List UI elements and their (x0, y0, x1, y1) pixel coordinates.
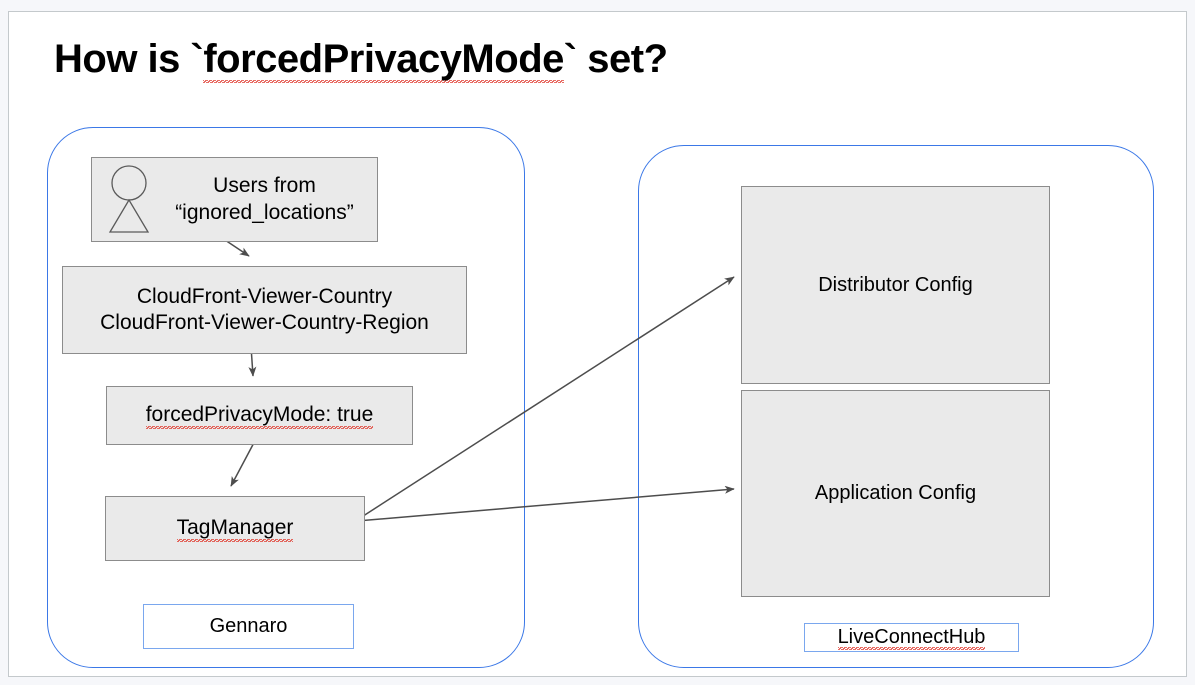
node-application-config[interactable]: Application Config (741, 390, 1050, 597)
node-cloudfront-headers-line2: CloudFront-Viewer-Country-Region (100, 311, 429, 334)
node-distributor-config[interactable]: Distributor Config (741, 186, 1050, 384)
node-actor-users[interactable]: Users from “ignored_locations” (91, 157, 378, 242)
page-title-suffix: ` set? (563, 37, 668, 81)
actor-person-icon (108, 164, 150, 233)
node-tag-manager[interactable]: TagManager (105, 496, 365, 561)
node-application-config-label: Application Config (814, 482, 977, 505)
page-title-prefix: How is ` (54, 37, 204, 81)
page-title: How is `forcedPrivacyMode` set? (54, 37, 668, 83)
slide-canvas: How is `forcedPrivacyMode` set? Users fr… (8, 11, 1187, 677)
node-tag-manager-label: TagManager (176, 515, 294, 542)
node-distributor-config-label: Distributor Config (818, 273, 973, 296)
node-cloudfront-headers-line1: CloudFront-Viewer-Country (136, 285, 393, 309)
node-cloudfront-headers-label: CloudFront-Viewer-Country CloudFront-Vie… (100, 284, 429, 335)
node-actor-users-line2: “ignored_locations” (175, 200, 354, 224)
group-label-gennaro-text: Gennaro (209, 615, 288, 637)
node-actor-users-line1: Users from (213, 174, 316, 198)
node-actor-users-label: Users from “ignored_locations” (158, 173, 377, 226)
page-title-misspelled-word: forcedPrivacyMode (203, 37, 564, 83)
group-label-liveconnecthub-text: LiveConnectHub (837, 625, 986, 650)
group-label-liveconnecthub[interactable]: LiveConnectHub (804, 623, 1019, 652)
node-forced-privacy-mode[interactable]: forcedPrivacyMode: true (106, 386, 413, 445)
node-cloudfront-headers[interactable]: CloudFront-Viewer-Country CloudFront-Vie… (62, 266, 467, 354)
group-label-gennaro[interactable]: Gennaro (143, 604, 354, 649)
node-forced-privacy-mode-label: forcedPrivacyMode: true (145, 402, 374, 429)
